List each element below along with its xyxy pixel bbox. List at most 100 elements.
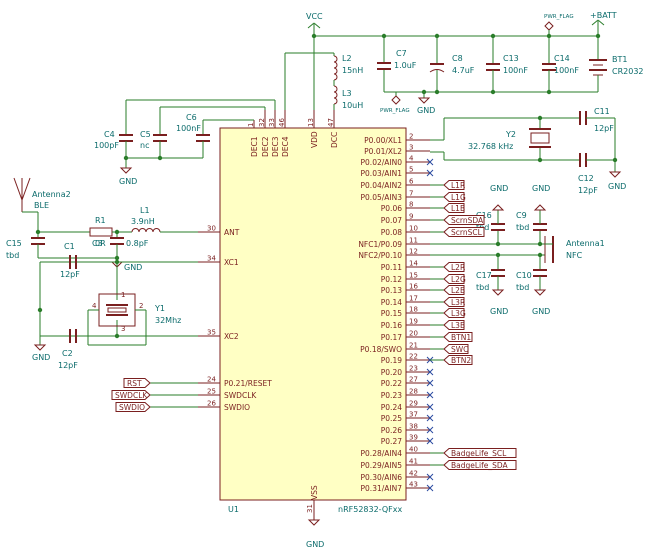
pin-num-39: 39: [409, 434, 418, 442]
net-label-l3r: L3R: [443, 297, 465, 307]
c7-ref: C7: [396, 49, 407, 58]
no-connect-marker: [426, 426, 434, 434]
c6-ref: C6: [186, 113, 197, 122]
no-connect-marker: [426, 158, 434, 166]
pin-name-p0-03-ain1: P0.03/AIN1: [361, 169, 403, 178]
pwr-flag-vcc: PWR_FLAG: [544, 14, 574, 36]
pin-num-5: 5: [409, 166, 413, 174]
battery-plus-symbol: +BATT: [590, 11, 617, 36]
c17-ref: C17: [476, 271, 492, 280]
y2-ref: Y2: [505, 130, 516, 139]
gnd-vss-symbol: GND: [306, 519, 324, 549]
pin-name-p0-15: P0.15: [381, 309, 402, 318]
net-label-text: SWO: [451, 345, 469, 354]
pin-num-43: 43: [409, 481, 418, 489]
bt1-value: CR2032: [612, 67, 644, 76]
net-label-text: L2G: [451, 275, 466, 284]
c14-value: 100nF: [554, 66, 579, 75]
pin-name-p0-13: P0.13: [381, 286, 402, 295]
c5-value: nc: [140, 141, 149, 150]
gnd-symbol-rail: GND: [417, 92, 435, 115]
antenna1-value: NFC: [566, 251, 583, 260]
pin-num-35: 35: [207, 329, 216, 337]
l2-value: 15nH: [342, 66, 363, 75]
net-label-l2g: L2G: [443, 274, 466, 284]
capacitor-c14: C14 100nF: [542, 36, 579, 92]
pin-name-p0-21-reset: P0.21/RESET: [224, 379, 272, 388]
pin-name-p0-06: P0.06: [381, 204, 402, 213]
no-connect-marker: [426, 484, 434, 492]
l1-value: 3.9nH: [131, 217, 155, 226]
c12-value: 12pF: [578, 186, 598, 195]
c5-ref: C5: [140, 130, 151, 139]
pin-name-dec4: DEC4: [281, 136, 290, 157]
crystal-y1-circuit: GND C1 12pF C2 12pF 4 2 1 3 Y1 32Mhz: [32, 242, 198, 370]
pin-name-dec1: DEC1: [250, 136, 259, 157]
mcu-vss-pin: VSS 31: [306, 485, 319, 520]
net-label-text: SWDCLK: [115, 391, 148, 400]
pin-name-p0-01-xl2: P0.01/XL2: [364, 147, 402, 156]
pin-num-24: 24: [207, 376, 216, 384]
net-label-swo: SWO: [443, 344, 469, 354]
pin-num-4: 4: [409, 155, 414, 163]
net-label-l3b: L3B: [443, 320, 465, 330]
pin-num-3: 3: [409, 144, 413, 152]
c8-ref: C8: [452, 54, 463, 63]
capacitor-c8: C8 4.7uF: [429, 36, 475, 92]
pin-name-p0-12: P0.12: [381, 275, 402, 284]
net-label-badgelife-scl: BadgeLife_SCL: [443, 448, 517, 458]
y1-pin-4: 4: [92, 302, 97, 310]
gnd-xtal-label: GND: [32, 353, 50, 362]
battery-plus-label: +BATT: [590, 11, 617, 20]
c15-ref: C15: [6, 239, 22, 248]
pin-name-p0-00-xl1: P0.00/XL1: [364, 136, 402, 145]
gnd-c10-label: GND: [532, 307, 550, 316]
pin-name-dec3: DEC3: [271, 136, 280, 157]
net-label-text: L1B: [451, 204, 465, 213]
net-label-text: RST: [127, 379, 142, 388]
l3-value: 10uH: [342, 101, 363, 110]
ble-antenna: Antenna2 BLE: [13, 177, 90, 235]
no-connect-marker: [426, 414, 434, 422]
l2-ref: L2: [342, 54, 352, 63]
c13-ref: C13: [503, 54, 519, 63]
no-connect-marker: [426, 391, 434, 399]
pin-num-14: 14: [409, 260, 418, 268]
pin-num-19: 19: [409, 318, 418, 326]
pin-num-12: 12: [409, 248, 418, 256]
pin-num-18: 18: [409, 306, 418, 314]
capacitor-c13: C13 100nF: [486, 36, 528, 92]
pin-name-dec2: DEC2: [261, 136, 270, 157]
pin-num-2: 2: [409, 133, 413, 141]
capacitor-c3: GND C3 0.8pF: [92, 232, 149, 272]
c15-value: tbd: [6, 251, 19, 260]
mcu-top-pins: DEC1 DEC2 DEC3 DEC4 VDD DCC 1 32 33 46 1…: [247, 110, 339, 157]
pin-num-13: 13: [307, 118, 315, 127]
net-label-text: L3G: [451, 309, 466, 318]
net-label-swdio: SWDIO: [115, 402, 151, 412]
pin-num-10: 10: [409, 225, 418, 233]
pin-num-25: 25: [207, 388, 216, 396]
pin-name-p0-23: P0.23: [381, 391, 402, 400]
c4-ref: C4: [104, 130, 115, 139]
pin-name-xc2: XC2: [224, 332, 239, 341]
net-label-scrnscl: ScrnSCL: [443, 227, 485, 237]
pin-num-22: 22: [409, 353, 418, 361]
net-label-text: L3R: [451, 298, 465, 307]
pin-name-p0-22: P0.22: [381, 379, 402, 388]
bt1-ref: BT1: [612, 55, 627, 64]
gnd-rf-label: GND: [124, 263, 142, 272]
pin-name-p0-14: P0.14: [381, 298, 402, 307]
c7-value: 1.0uF: [394, 61, 417, 70]
inductor-l1: L1 3.9nH: [131, 206, 198, 233]
pin-name-p0-29-ain5: P0.29/AIN5: [361, 461, 403, 470]
no-connect-marker: [426, 473, 434, 481]
c9-value: tbd: [516, 223, 529, 232]
pin-num-23: 23: [409, 365, 418, 373]
no-connect-marker: [426, 368, 434, 376]
pin-num-26: 26: [207, 400, 216, 408]
pin-num-30: 30: [207, 225, 216, 233]
c4-value: 100pF: [94, 141, 119, 150]
c17-value: tbd: [476, 283, 489, 292]
